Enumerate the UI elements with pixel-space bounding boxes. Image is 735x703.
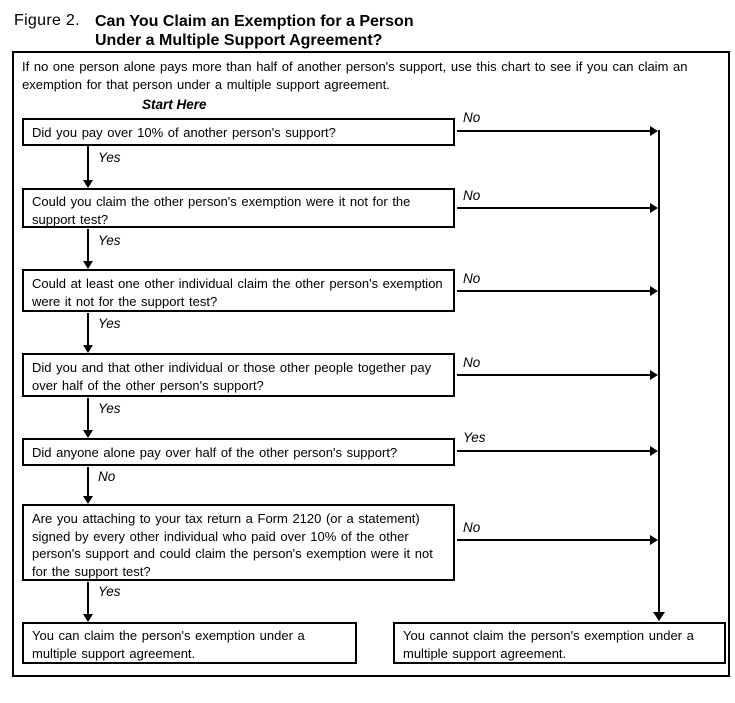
right-label-4: No	[463, 355, 481, 370]
question-box-1: Did you pay over 10% of another person's…	[22, 118, 455, 146]
question-4-text: Did you and that other individual or tho…	[32, 360, 432, 393]
right-arrowhead-icon-6	[650, 535, 658, 545]
right-label-5: Yes	[463, 430, 486, 445]
result-can-claim-text: You can claim the person's exemption und…	[32, 628, 305, 661]
question-box-2: Could you claim the other person's exemp…	[22, 188, 455, 228]
result-cannot-claim-text: You cannot claim the person's exemption …	[403, 628, 694, 661]
right-arrow-line-4	[457, 374, 650, 376]
right-arrowhead-icon-3	[650, 286, 658, 296]
down-arrowhead-icon-4	[83, 430, 93, 438]
question-6-text: Are you attaching to your tax return a F…	[32, 511, 433, 579]
right-arrow-line-1	[457, 130, 650, 132]
collector-line	[658, 130, 660, 614]
question-box-4: Did you and that other individual or tho…	[22, 353, 455, 397]
right-label-2: No	[463, 188, 481, 203]
right-arrowhead-icon-4	[650, 370, 658, 380]
down-label-2: Yes	[98, 233, 121, 248]
question-3-text: Could at least one other individual clai…	[32, 276, 443, 309]
right-label-6: No	[463, 520, 481, 535]
down-label-3: Yes	[98, 316, 121, 331]
down-label-6: Yes	[98, 584, 121, 599]
right-label-3: No	[463, 271, 481, 286]
result-box-cannot-claim: You cannot claim the person's exemption …	[393, 622, 726, 664]
right-arrow-line-5	[457, 450, 650, 452]
figure-label: Figure 2.	[14, 12, 80, 29]
right-arrowhead-icon-1	[650, 126, 658, 136]
down-arrow-line-1	[87, 146, 89, 180]
down-arrowhead-icon-3	[83, 345, 93, 353]
down-arrow-line-4	[87, 398, 89, 430]
down-arrow-line-3	[87, 313, 89, 345]
right-arrow-line-2	[457, 207, 650, 209]
down-arrowhead-icon-2	[83, 261, 93, 269]
question-2-text: Could you claim the other person's exemp…	[32, 194, 411, 227]
down-arrowhead-icon-6	[83, 614, 93, 622]
figure-title-line1: Can You Claim an Exemption for a Person	[95, 13, 414, 30]
question-5-text: Did anyone alone pay over half of the ot…	[32, 445, 398, 460]
down-arrow-line-2	[87, 229, 89, 261]
question-box-5: Did anyone alone pay over half of the ot…	[22, 438, 455, 466]
result-box-can-claim: You can claim the person's exemption und…	[22, 622, 357, 664]
right-arrow-line-6	[457, 539, 650, 541]
question-box-6: Are you attaching to your tax return a F…	[22, 504, 455, 581]
figure-title: Can You Claim an Exemption for a Person …	[95, 12, 414, 50]
down-arrow-line-6	[87, 582, 89, 614]
intro-text: If no one person alone pays more than ha…	[22, 59, 688, 92]
collector-arrowhead-icon	[653, 612, 665, 621]
down-arrow-line-5	[87, 467, 89, 496]
down-arrowhead-icon-1	[83, 180, 93, 188]
down-label-5: No	[98, 469, 116, 484]
right-arrow-line-3	[457, 290, 650, 292]
question-box-3: Could at least one other individual clai…	[22, 269, 455, 312]
down-arrowhead-icon-5	[83, 496, 93, 504]
right-arrowhead-icon-2	[650, 203, 658, 213]
question-1-text: Did you pay over 10% of another person's…	[32, 125, 336, 140]
right-arrowhead-icon-5	[650, 446, 658, 456]
right-label-1: No	[463, 110, 481, 125]
down-label-4: Yes	[98, 401, 121, 416]
chart-border	[12, 51, 730, 677]
start-here-label: Start Here	[142, 97, 207, 112]
down-label-1: Yes	[98, 150, 121, 165]
figure-title-line2: Under a Multiple Support Agreement?	[95, 32, 383, 49]
